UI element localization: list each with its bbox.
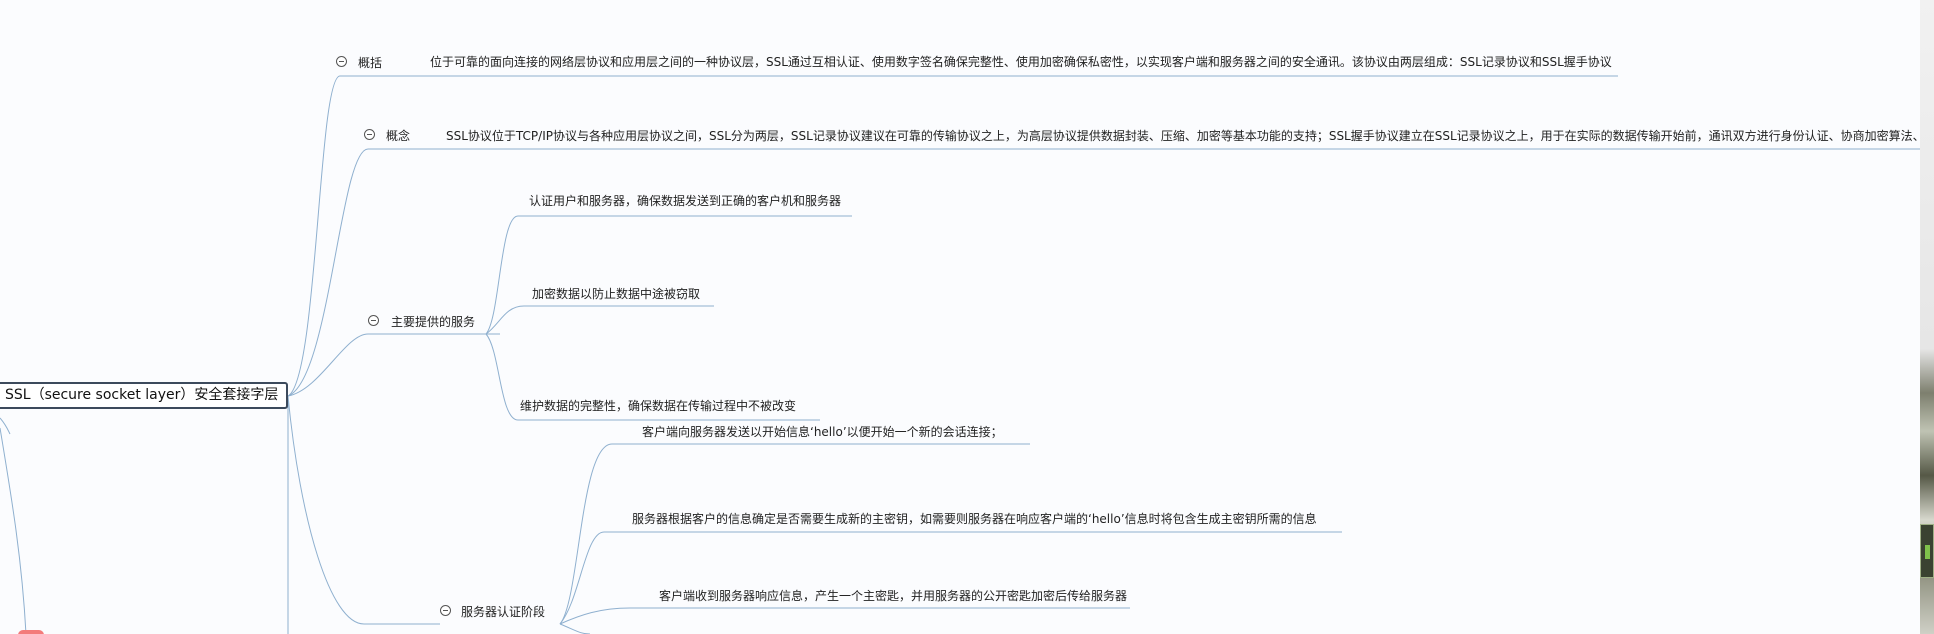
topic-services[interactable]: 主要提供的服务 <box>391 315 476 329</box>
server-auth-item[interactable]: 客户端收到服务器响应信息，产生一个主密匙，并用服务器的公开密匙加密后传给服务器 <box>659 589 1128 603</box>
topic-overview[interactable]: 概括 <box>358 56 383 70</box>
topic-server-auth[interactable]: 服务器认证阶段 <box>461 605 546 619</box>
root-topic[interactable]: SSL（secure socket layer）安全套接字层 <box>0 382 288 409</box>
collapse-toggle-overview[interactable] <box>336 56 347 67</box>
overview-text[interactable]: 位于可靠的面向连接的网络层协议和应用层之间的一种协议层，SSL通过互相认证、使用… <box>430 55 1612 69</box>
service-item[interactable]: 加密数据以防止数据中途被窃取 <box>532 287 701 301</box>
collapse-toggle-concept[interactable] <box>364 129 375 140</box>
handle-grip-icon <box>1925 545 1930 559</box>
topic-concept[interactable]: 概念 <box>386 129 411 143</box>
root-topic-label: SSL（secure socket layer）安全套接字层 <box>5 387 279 403</box>
server-auth-item[interactable]: 客户端向服务器发送以开始信息‘hello’以便开始一个新的会话连接； <box>642 425 1003 439</box>
right-scrollbar-strip[interactable] <box>1920 0 1934 634</box>
concept-text[interactable]: SSL协议位于TCP/IP协议与各种应用层协议之间，SSL分为两层，SSL记录协… <box>446 129 1934 143</box>
collapse-toggle-server-auth[interactable] <box>440 605 451 616</box>
service-item[interactable]: 认证用户和服务器，确保数据发送到正确的客户机和服务器 <box>529 194 842 208</box>
service-item[interactable]: 维护数据的完整性，确保数据在传输过程中不被改变 <box>520 399 797 413</box>
server-auth-item[interactable]: 服务器根据客户的信息确定是否需要生成新的主密钥，如需要则服务器在响应客户端的‘h… <box>632 512 1317 526</box>
collapse-toggle-services[interactable] <box>368 315 379 326</box>
scrollbar-handle[interactable] <box>1920 524 1934 578</box>
collapsed-node-marker[interactable] <box>18 630 44 634</box>
